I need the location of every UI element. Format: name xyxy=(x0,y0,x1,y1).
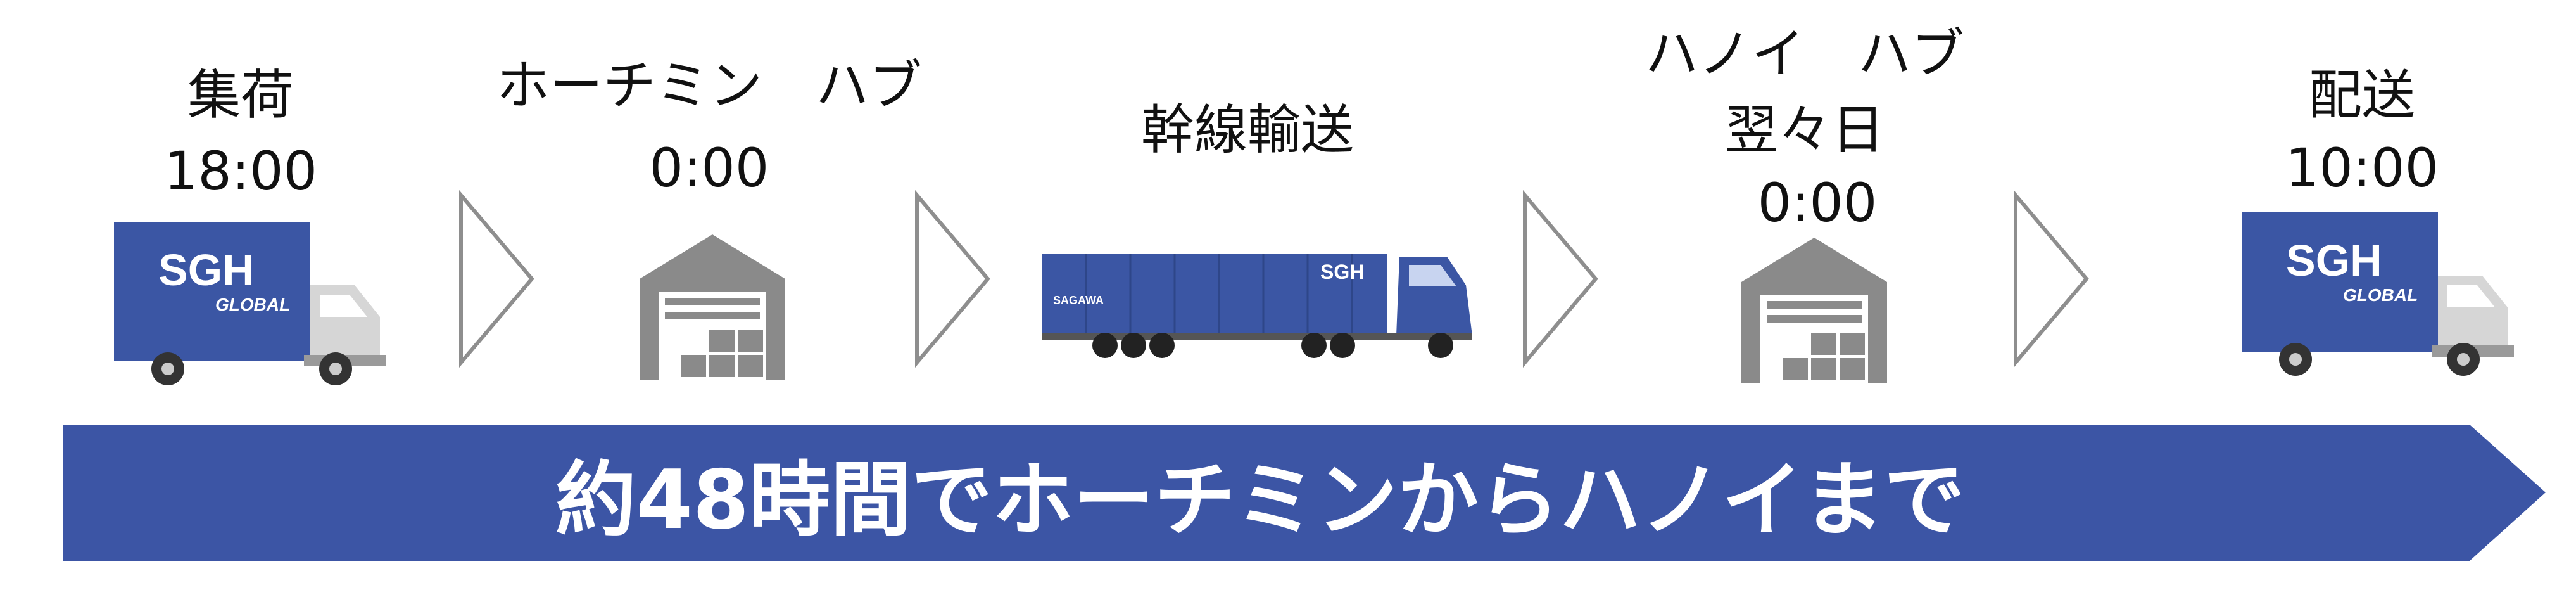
step-hanoi-hub-title: ハノイ ハブ xyxy=(1645,23,1964,85)
duration-banner-text: 約48時間でホーチミンからハノイまで xyxy=(555,453,1966,548)
step-pickup-title: 集荷 xyxy=(187,64,294,126)
delivery-truck-icon: SGH GLOBAL xyxy=(2242,212,2514,376)
step-hcmc-hub-time: 0:00 xyxy=(649,137,769,199)
step-delivery-time: 10:00 xyxy=(2285,137,2439,199)
global-logo-text: GLOBAL xyxy=(215,295,290,314)
flow-chevron-1 xyxy=(459,190,534,368)
trailer-sgh-logo: SGH xyxy=(1320,260,1364,283)
step-hanoi-hub-subtitle: 翌々日 xyxy=(1724,99,1885,161)
step-pickup-time: 18:00 xyxy=(163,140,318,202)
flow-chevron-4 xyxy=(2014,190,2089,368)
step-hanoi-hub-time: 0:00 xyxy=(1757,172,1878,234)
warehouse-icon xyxy=(1741,238,1887,383)
global-logo-text: GLOBAL xyxy=(2343,285,2418,305)
sgh-logo: SGH xyxy=(158,245,255,295)
duration-banner-arrow xyxy=(63,425,2546,561)
step-trunk-transport-title: 幹線輸送 xyxy=(1140,99,1354,161)
sagawa-trailer-text: SAGAWA xyxy=(1053,294,1104,307)
step-hcmc-hub-title: ホーチミン ハブ xyxy=(496,55,922,117)
flow-chevron-2 xyxy=(915,190,990,368)
warehouse-icon xyxy=(640,234,785,380)
flow-chevron-3 xyxy=(1523,190,1598,368)
delivery-truck-icon: SGH GLOBAL xyxy=(114,222,386,385)
semi-truck-icon: SAGAWA SGH xyxy=(1042,254,1472,358)
step-delivery-title: 配送 xyxy=(2308,64,2415,126)
sgh-logo: SGH xyxy=(2286,236,2382,285)
